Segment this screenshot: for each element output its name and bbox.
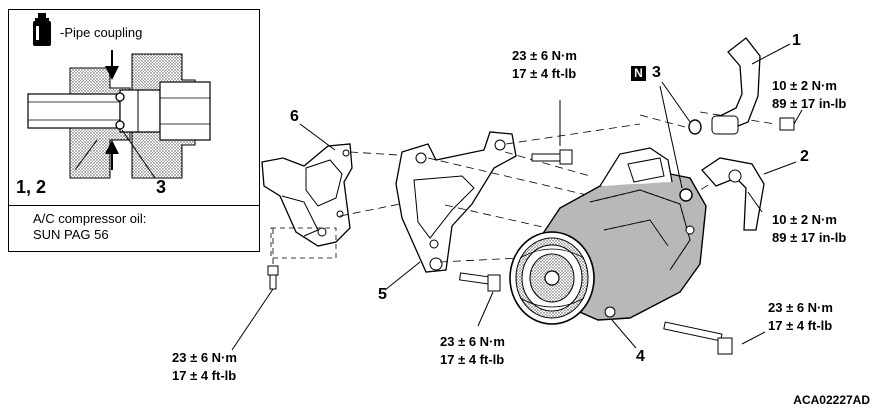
inset-part-label-3: 3 [156,177,167,197]
torque-pipe2-inlb: 89 ± 17 in-lb [772,230,847,245]
inset-part-label-1-2: 1, 2 [16,177,47,197]
oil-note-line2: SUN PAG 56 [33,227,109,242]
torque-right-ftlb: 17 ± 4 ft-lb [768,318,833,333]
oil-note: A/C compressor oil: SUN PAG 56 [8,205,260,252]
bolt-mid [459,272,501,327]
bolt-right [663,321,766,355]
pipe-2 [679,157,797,231]
callout-2: 2 [800,148,809,165]
callout-3-leaders [659,81,691,189]
oil-note-line1: A/C compressor oil: [33,211,147,226]
torque-left-nm: 23 ± 6 N·m [172,350,237,365]
callout-4: 4 [636,348,645,365]
torque-right-nm: 23 ± 6 N·m [768,300,833,315]
torque-pipe1-inlb: 89 ± 17 in-lb [772,96,847,111]
torque-mid-nm: 23 ± 6 N·m [440,334,505,349]
torque-pipe1-nm: 10 ± 2 N·m [772,78,837,93]
n-badge: N [631,66,646,81]
callout-1: 1 [792,32,801,49]
torque-pipe2-nm: 10 ± 2 N·m [772,212,837,227]
bolt-left [231,228,279,351]
bracket-6 [261,143,353,259]
torque-top-nm: 23 ± 6 N·m [512,48,577,63]
compressor-4 [509,147,707,349]
callout-6: 6 [290,108,299,125]
pipe-1 [688,37,803,135]
torque-top-ftlb: 17 ± 4 ft-lb [512,66,577,81]
bracket-5 [384,131,517,291]
pipe-coupling-inset [27,13,211,179]
pipe-coupling-legend: -Pipe coupling [60,25,143,40]
torque-mid-ftlb: 17 ± 4 ft-lb [440,352,505,367]
torque-left-ftlb: 17 ± 4 ft-lb [172,368,237,383]
callout-6-leader [299,123,336,151]
callout-5: 5 [378,286,387,303]
callout-3: 3 [652,64,661,81]
oil-bottle-icon [33,13,51,46]
bolt-top [531,100,573,165]
figure-code: ACA02227AD [793,393,870,407]
